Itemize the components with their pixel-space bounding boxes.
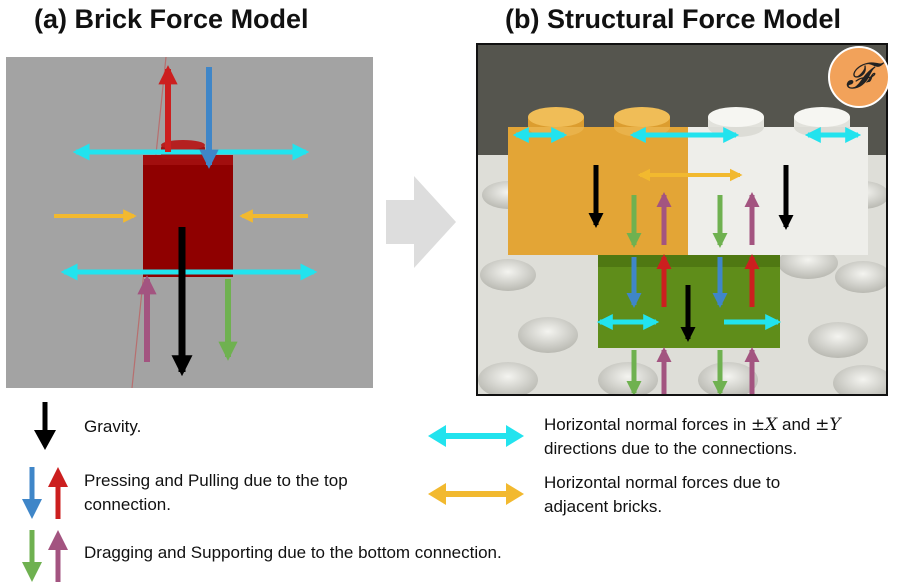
cyan-double-arrow-icon — [428, 425, 524, 447]
legend-press-pull-line1: Pressing and Pulling due to the top — [84, 471, 348, 490]
yellow-double-arrow-icon — [428, 483, 524, 505]
drag-support-arrows-icon — [22, 530, 68, 582]
title-brick-force-model: (a) Brick Force Model — [34, 4, 309, 34]
legend-horizontal-adjacent-line2: adjacent bricks. — [544, 497, 663, 516]
legend-press-pull-line2: connection. — [84, 495, 171, 514]
red-brick — [143, 155, 233, 277]
press-pull-arrows-icon — [22, 467, 68, 519]
legend-drag-support: Dragging and Supporting due to the botto… — [84, 543, 502, 562]
title-structural-force-model: (b) Structural Force Model — [505, 4, 842, 34]
brick-force-diagram — [54, 57, 318, 388]
structural-force-diagram — [478, 45, 886, 394]
brick-force-model-panel — [6, 57, 373, 388]
legend-horizontal-adjacent-line1: Horizontal normal forces due to — [544, 473, 781, 492]
structural-force-model-panel — [476, 43, 888, 396]
white-brick — [688, 127, 868, 255]
transition-arrow-icon — [386, 176, 456, 268]
legend-horizontal-connection-line1: Horizontal normal forces in ±X and ±Y — [544, 415, 841, 435]
legend-horizontal-connection-line2: directions due to the connections. — [544, 439, 798, 458]
legend-gravity: Gravity. — [84, 417, 142, 436]
force-set-badge: 𝓕 — [828, 46, 890, 108]
gravity-arrow-icon — [34, 402, 56, 450]
